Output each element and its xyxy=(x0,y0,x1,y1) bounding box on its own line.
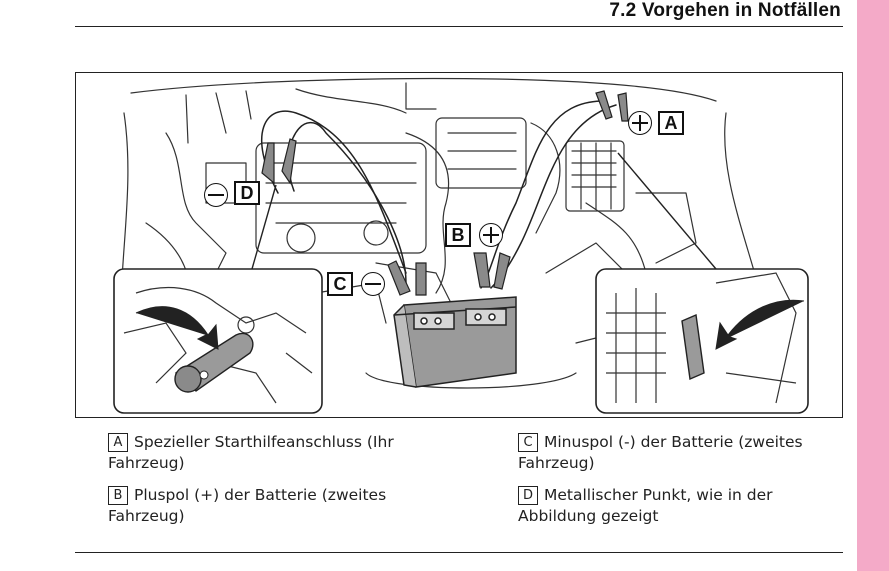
minus-icon xyxy=(361,272,385,296)
legend-text: Minuspol (-) der Batterie (zweites Fahrz… xyxy=(518,433,803,472)
plus-icon xyxy=(479,223,503,247)
engine-bay-drawing xyxy=(113,77,809,414)
legend-key: D xyxy=(518,486,538,505)
legend-key: C xyxy=(518,433,538,452)
plus-icon xyxy=(628,111,652,135)
callout-d: D xyxy=(234,181,260,205)
minus-icon xyxy=(204,183,228,207)
callout-a: A xyxy=(658,111,684,135)
legend-text: Spezieller Starthilfeanschluss (Ihr Fahr… xyxy=(108,433,394,472)
callout-b: B xyxy=(445,223,471,247)
legend-text: Metallischer Punkt, wie in der Abbildung… xyxy=(518,486,773,525)
legend-key: A xyxy=(108,433,128,452)
footer-rule xyxy=(75,552,843,553)
header-rule xyxy=(75,26,843,27)
chapter-side-tab xyxy=(857,0,889,571)
legend-key: B xyxy=(108,486,128,505)
callout-c: C xyxy=(327,272,353,296)
jump-start-illustration: A D B C xyxy=(75,72,843,418)
legend-text: Pluspol (+) der Batterie (zweites Fahrze… xyxy=(108,486,387,525)
section-title: 7.2 Vorgehen in Notfällen xyxy=(609,0,841,21)
